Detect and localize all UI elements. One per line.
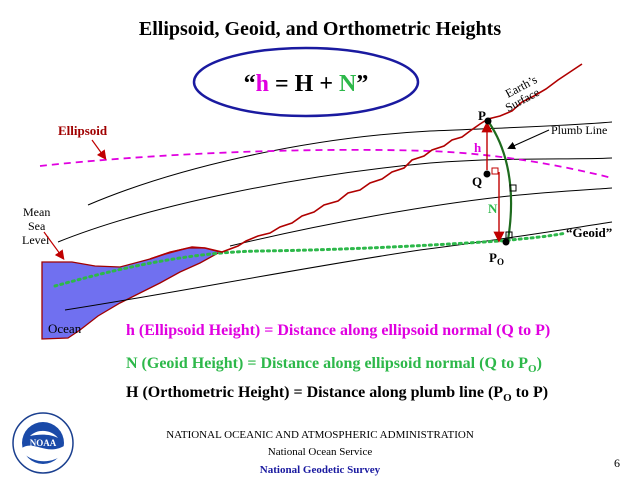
stratum-line-4 <box>64 221 613 311</box>
def-orthometric-height: H (Orthometric Height) = Distance along … <box>126 384 548 404</box>
Po-label-sub: O <box>497 257 504 267</box>
msl-label-line-3: Level <box>22 233 50 247</box>
P-label: P <box>478 108 486 123</box>
footer-survey: National Geodetic Survey <box>259 464 381 476</box>
slide-title: Ellipsoid, Geoid, and Orthometric Height… <box>138 18 502 40</box>
formula-close-quote: ” <box>356 71 368 97</box>
right-angle-Po <box>505 231 513 239</box>
footer-service: National Ocean Service <box>267 446 373 458</box>
footer-agency: NATIONAL OCEANIC AND ATMOSPHERIC ADMINIS… <box>166 429 474 441</box>
Po-label-base: P <box>489 250 497 265</box>
plumb-line-label: Plumb Line <box>551 123 607 137</box>
page-number: 6 <box>614 456 620 470</box>
N-arrow-label: N <box>488 201 498 216</box>
def-geoid-height-sub: O <box>528 363 537 376</box>
right-angle-Q <box>491 167 499 175</box>
def-orthometric-height-end: to P) <box>511 384 549 401</box>
Po-label: PO <box>489 250 504 267</box>
msl-label-line-1: Mean <box>23 205 50 219</box>
stratum-line-1 <box>87 121 613 206</box>
geoid-line <box>53 231 568 288</box>
ellipsoid-label: Ellipsoid <box>58 123 108 138</box>
msl-label-line-2: Sea <box>28 219 46 233</box>
def-geoid-height-main: N (Geoid Height) = Distance along ellips… <box>126 355 528 372</box>
ocean-label: Ocean <box>48 321 82 336</box>
stratum-line-2 <box>57 157 613 243</box>
point-Q <box>483 170 491 178</box>
def-ellipsoid-height: h (Ellipsoid Height) = Distance along el… <box>126 322 551 339</box>
msl-pointer <box>43 231 65 260</box>
noaa-logo-text: NOAA <box>30 438 57 448</box>
point-P <box>484 117 492 125</box>
point-Po <box>502 238 510 246</box>
stratum-line-3 <box>229 187 613 247</box>
plumb-line-pointer <box>507 129 550 150</box>
ellipsoid-pointer <box>91 139 107 160</box>
geoid-label: “Geoid” <box>566 225 612 240</box>
noaa-logo: NOAA <box>12 412 74 474</box>
Q-label: Q <box>472 174 482 189</box>
def-geoid-height-end: ) <box>536 355 542 372</box>
formula-text: “h = H + N” <box>244 71 369 97</box>
ocean-area <box>41 247 222 340</box>
h-arrow-label: h <box>474 140 482 155</box>
formula-oval <box>192 46 420 118</box>
ellipsoid-line <box>39 148 613 179</box>
formula-eq: = H + <box>269 71 339 97</box>
formula-open-quote: “ <box>244 71 256 97</box>
formula-h: h <box>256 71 269 97</box>
plumb-line <box>487 120 513 241</box>
def-geoid-height: N (Geoid Height) = Distance along ellips… <box>126 355 542 375</box>
def-orthometric-height-main: H (Orthometric Height) = Distance along … <box>126 384 504 401</box>
earth-surface-line <box>149 63 583 260</box>
right-angle-plumb <box>509 184 517 192</box>
def-orthometric-height-sub: O <box>503 392 512 405</box>
formula-N: N <box>339 71 357 97</box>
